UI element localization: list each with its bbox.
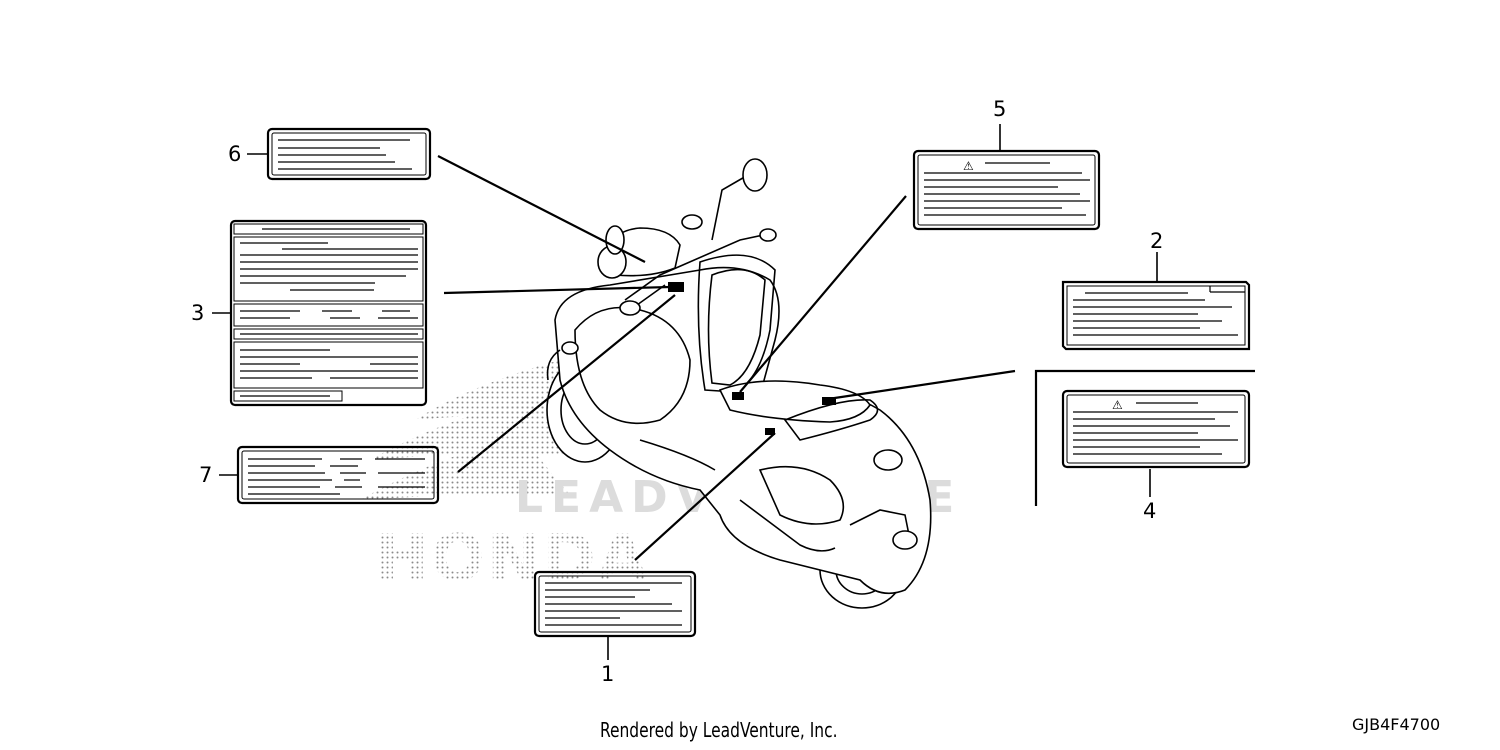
label-5 [912,149,1101,231]
callout-1: 1 [601,662,615,686]
callout-5: 5 [993,97,1007,121]
diagram-code: GJB4F4700 [1352,715,1441,734]
callout-7: 7 [199,463,213,487]
label-6 [266,127,432,181]
label-3 [229,219,428,407]
label-7 [236,445,440,505]
label-2 [1061,280,1251,351]
label-1 [533,570,697,638]
warning-icon-5: ⚠ [963,159,974,173]
callout-2: 2 [1150,229,1164,253]
warning-icon-4: ⚠ [1112,398,1123,412]
leader-lines [437,155,1255,561]
callout-4: 4 [1143,499,1157,523]
callout-3: 3 [191,301,205,325]
callout-6: 6 [228,142,242,166]
rendered-by-text: Rendered by LeadVenture, Inc. [600,718,838,742]
callout-ticks [212,124,1158,660]
scooter-drawing [546,158,932,609]
honda-watermark-text: HONDA [375,522,649,596]
label-4 [1061,389,1251,469]
